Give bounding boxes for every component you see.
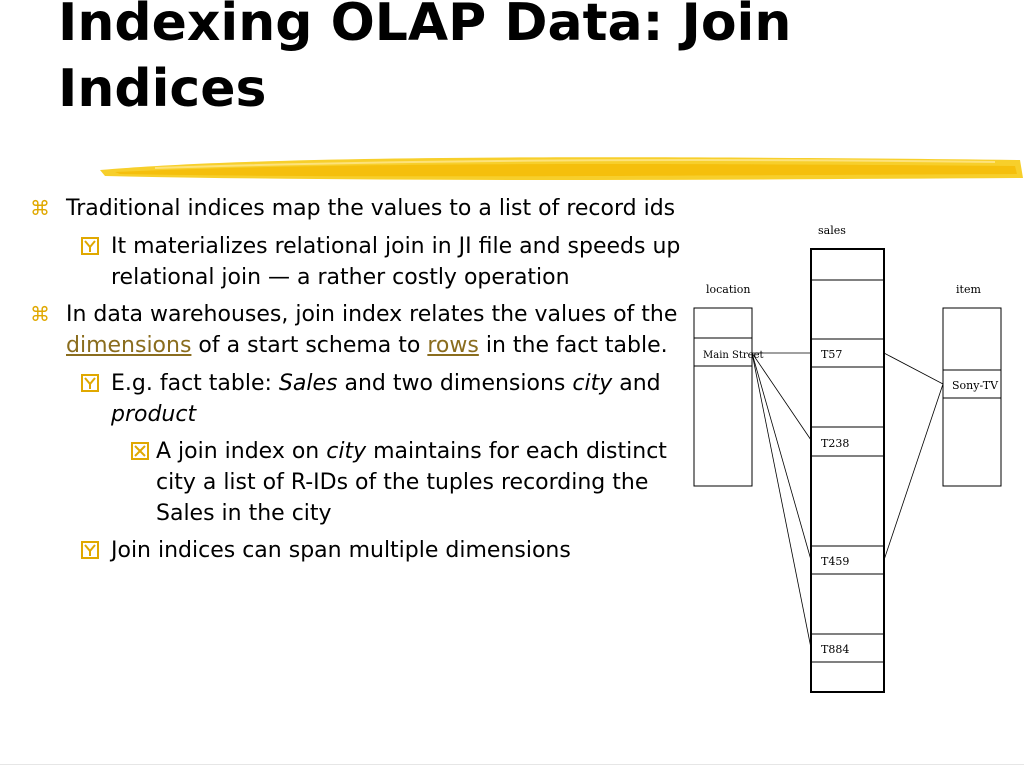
- sales-table-label: sales: [818, 224, 846, 237]
- bullet-list: ⌘ Traditional indices map the values to …: [30, 193, 700, 572]
- bullet-text-part: in the fact table.: [478, 333, 668, 358]
- emphasis-city: city: [326, 439, 367, 464]
- item-table: [942, 307, 1002, 487]
- command-key-icon: ⌘: [30, 196, 50, 220]
- emphasis-city: city: [572, 371, 613, 396]
- bullet-join-index-on-city: A join index on city maintains for each …: [30, 436, 700, 529]
- bullet-text-part: and: [612, 371, 661, 396]
- location-table: [693, 307, 753, 487]
- command-key-icon: ⌘: [30, 302, 50, 326]
- checkbox-icon: [81, 374, 99, 392]
- item-row-sony-tv: Sony-TV: [952, 379, 999, 392]
- bullet-text-part: maintains for each distinct city a list …: [156, 439, 667, 526]
- slide-title: Indexing OLAP Data: Join Indices: [58, 0, 792, 119]
- location-table-label: location: [706, 283, 751, 296]
- join-links: [751, 352, 944, 649]
- bullet-traditional-indices: ⌘ Traditional indices map the values to …: [30, 193, 700, 224]
- bullet-example-fact-table: E.g. fact table: Sales and two dimension…: [30, 368, 700, 430]
- emphasis-sales: Sales: [278, 371, 338, 396]
- bullet-materializes-join: It materializes relational join in JI fi…: [30, 231, 700, 293]
- bullet-text: Traditional indices map the values to a …: [66, 196, 676, 221]
- sales-row-t238: T238: [821, 437, 849, 450]
- checkbox-icon: [81, 541, 99, 559]
- bullet-text-part: A join index on: [156, 439, 327, 464]
- sales-row-t459: T459: [821, 555, 849, 568]
- bullet-text: Join indices can span multiple dimension…: [111, 538, 571, 563]
- sales-row-t884: T884: [821, 643, 849, 656]
- item-table-label: item: [956, 283, 981, 296]
- x-box-icon: [131, 442, 149, 460]
- bottom-rule: [0, 764, 1024, 765]
- bullet-text: It materializes relational join in JI fi…: [111, 234, 681, 290]
- checkbox-icon: [81, 237, 99, 255]
- rows-link[interactable]: rows: [427, 333, 479, 358]
- title-underline-stroke: [100, 157, 1023, 180]
- bullet-data-warehouses: ⌘ In data warehouses, join index relates…: [30, 299, 700, 361]
- join-index-diagram: sales T57 T238 T459 T884 location Main S…: [693, 224, 1002, 693]
- bullet-text-part: of a start schema to: [191, 333, 428, 358]
- bullet-text-part: E.g. fact table:: [111, 371, 279, 396]
- emphasis-product: product: [111, 402, 197, 427]
- sales-row-t57: T57: [821, 348, 842, 361]
- dimensions-link[interactable]: dimensions: [66, 333, 192, 358]
- bullet-text-part: In data warehouses, join index relates t…: [66, 302, 678, 327]
- sales-table: [810, 248, 885, 693]
- bullet-text-part: and two dimensions: [337, 371, 573, 396]
- bullet-span-multiple-dimensions: Join indices can span multiple dimension…: [30, 535, 700, 566]
- location-row-main-street: Main Street: [703, 350, 764, 361]
